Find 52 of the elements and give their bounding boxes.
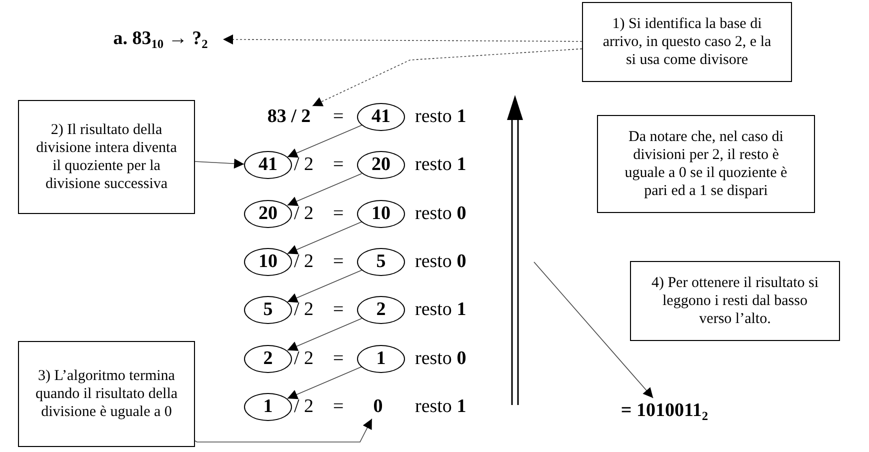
- equals-sign: =: [333, 250, 344, 273]
- quotient-ellipse: 5: [357, 248, 405, 276]
- dividend-ellipse: 2: [244, 344, 292, 372]
- dotted-arrow: [222, 34, 582, 44]
- remainder-text: resto 0: [415, 250, 466, 273]
- arrow: [287, 366, 362, 400]
- equals-sign: =: [333, 348, 344, 370]
- quotient-ellipse: 2: [357, 296, 405, 324]
- arrow: [534, 262, 654, 398]
- dividend-ellipse: 10: [244, 248, 292, 276]
- note-box: 4) Per ottenere il risultato si leggono i resti dal basso verso l’alto.: [630, 261, 840, 341]
- quotient-ellipse: 41: [357, 103, 405, 131]
- dividend-ellipse: 20: [244, 200, 292, 228]
- result-text: = 1010011$_{2}$: [612, 398, 717, 424]
- arrow: [287, 222, 362, 254]
- note-box: 3) L’algoritmo termina quando il risultato della divisione è uguale a 0: [18, 341, 195, 447]
- remainder-text: resto 1: [415, 299, 466, 322]
- divisor-text: / 2: [294, 348, 314, 370]
- quotient-ellipse: 20: [357, 151, 405, 180]
- note-box: 1) Si identifica la base di arrivo, in questo caso 2, e la si usa come divisore: [582, 2, 792, 82]
- equals-sign: =: [333, 396, 344, 418]
- quotient-ellipse: 10: [357, 200, 405, 228]
- remainder-text: resto 0: [415, 202, 466, 225]
- division-text: 83 / 2: [258, 106, 320, 128]
- divisor-text: / 2: [294, 202, 314, 225]
- divisor-text: / 2: [294, 154, 314, 176]
- arrow: [287, 124, 362, 158]
- arrow: [194, 158, 244, 169]
- equals-sign: =: [333, 202, 344, 225]
- remainder-text: resto 1: [415, 106, 466, 128]
- remainder-text: resto 0: [415, 348, 466, 370]
- equals-sign: =: [333, 106, 344, 128]
- remainder-text: resto 1: [415, 154, 466, 176]
- divisor-text: / 2: [294, 250, 314, 273]
- dividend-ellipse: 5: [244, 296, 292, 324]
- quotient-ellipse: 1: [357, 344, 405, 372]
- arrow: [287, 318, 362, 351]
- divisor-text: / 2: [294, 396, 314, 418]
- remainder-text: resto 1: [415, 396, 466, 418]
- quotient-text: 0: [370, 394, 386, 419]
- arrow: [194, 418, 372, 442]
- divisor-text: / 2: [294, 299, 314, 322]
- problem-statement: a. 83$_{10}$ → ?$_{2}$: [98, 27, 223, 51]
- arrow: [287, 270, 362, 303]
- dividend-ellipse: 41: [244, 151, 292, 180]
- equals-sign: =: [333, 299, 344, 322]
- note-box: 2) Il risultato della divisione intera diventa il quoziente per la divisione successiva: [18, 100, 195, 214]
- dividend-ellipse: 1: [244, 392, 292, 421]
- note-box: Da notare che, nel caso di divisioni per 2, il resto è uguale a 0 se il quoziente è pari ed a 1 se dispari: [597, 115, 815, 213]
- equals-sign: =: [333, 154, 344, 176]
- dotted-arrow: [312, 48, 582, 106]
- arrow: [287, 173, 362, 206]
